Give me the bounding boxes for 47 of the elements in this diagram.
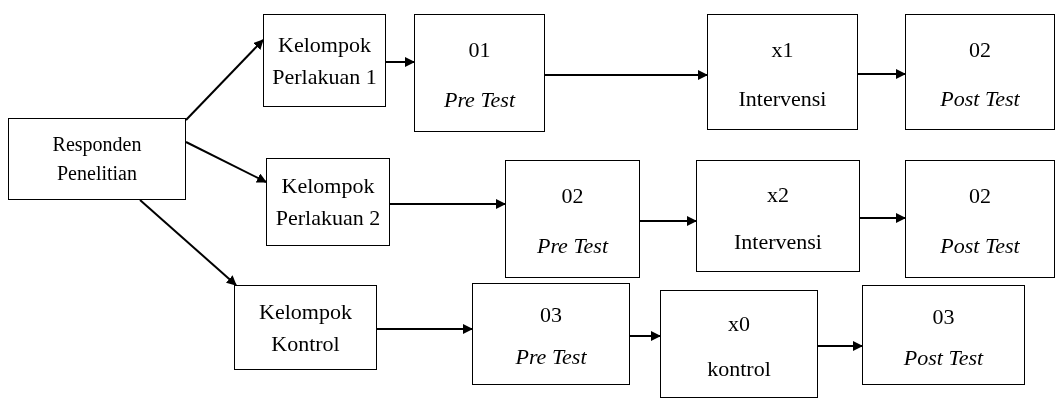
box-label: Intervensi	[738, 85, 827, 112]
arrow	[817, 341, 863, 351]
box-label: Intervensi	[734, 228, 822, 255]
arrow	[857, 69, 906, 79]
process-box	[696, 160, 860, 272]
process-box	[472, 283, 630, 385]
box-label: Responden Penelitian	[51, 132, 143, 186]
box-code: 02	[969, 183, 991, 209]
box-code: 02	[969, 36, 991, 63]
process-box	[862, 285, 1025, 385]
box-label: Pre Test	[443, 87, 516, 113]
process-box	[707, 14, 858, 130]
arrow	[639, 216, 697, 226]
box-code: 03	[932, 303, 955, 330]
arrow	[389, 199, 506, 209]
arrow	[139, 199, 237, 286]
box-label: Kelompok Kontrol	[258, 297, 353, 358]
process-box	[266, 158, 390, 246]
process-box	[8, 118, 186, 200]
box-code: 01	[468, 37, 491, 63]
process-box	[414, 14, 545, 132]
box-code: x2	[767, 181, 789, 208]
box-label: kontrol	[707, 355, 771, 382]
process-box	[905, 14, 1055, 130]
box-code: x0	[728, 310, 750, 337]
box-code: x1	[771, 36, 794, 63]
process-box	[234, 285, 377, 370]
box-code: 02	[561, 183, 584, 209]
arrow	[544, 70, 708, 80]
arrow	[185, 39, 264, 121]
box-label: Post Test	[903, 344, 984, 371]
box-label: Kelompok Perlakuan 2	[274, 172, 382, 232]
process-box	[263, 14, 386, 107]
box-label: Pre Test	[536, 233, 609, 259]
box-code: 03	[540, 302, 562, 328]
box-label: Pre Test	[515, 344, 587, 370]
arrow	[385, 57, 415, 67]
box-label: Post Test	[940, 85, 1020, 112]
process-box	[905, 160, 1055, 278]
box-label: Kelompok Perlakuan 1	[271, 30, 378, 91]
process-box	[660, 290, 818, 398]
arrow	[859, 213, 906, 223]
arrow	[376, 324, 473, 334]
arrow	[185, 141, 267, 183]
box-label: Post Test	[940, 233, 1020, 259]
arrow	[629, 331, 661, 341]
process-box	[505, 160, 640, 278]
